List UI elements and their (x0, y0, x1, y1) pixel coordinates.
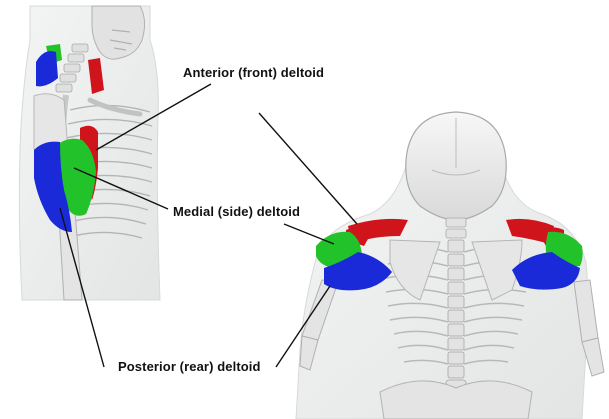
side-view-cervical-spine (55, 43, 89, 93)
side-view-rotator-blue (36, 51, 58, 87)
leader-line-medial-left (73, 167, 169, 210)
side-view-medial-deltoid (58, 138, 96, 216)
side-view-trapezius-red (88, 58, 104, 94)
back-view-forearm-left (299, 335, 319, 371)
back-view-scapula-left (389, 239, 441, 301)
posterior-deltoid-label: Posterior (rear) deltoid (118, 359, 261, 374)
leader-line-posterior-left (59, 207, 105, 368)
back-view-spine (445, 239, 467, 395)
side-view-clavicle (87, 97, 143, 117)
anterior-deltoid-label: Anterior (front) deltoid (183, 65, 325, 80)
back-view-left-posterior-deltoid (324, 252, 392, 291)
back-view-forearm-right (581, 337, 605, 377)
back-view-pelvis (379, 380, 533, 419)
leader-line-medial-right (283, 223, 335, 245)
leader-lines (59, 83, 358, 368)
leader-line-anterior-left (95, 83, 212, 151)
back-view-figure (295, 111, 605, 419)
side-view-skull (91, 5, 146, 60)
back-view-cervical-spine (445, 217, 467, 239)
leader-line-posterior-right (275, 285, 331, 368)
side-view-posterior-deltoid (34, 141, 72, 232)
leader-line-anterior-right (258, 112, 358, 225)
side-view-figure (18, 5, 161, 301)
medial-deltoid-label: Medial (side) deltoid (173, 204, 301, 219)
back-view-body-silhouette (295, 149, 589, 419)
back-view-right-posterior-deltoid (512, 252, 580, 290)
